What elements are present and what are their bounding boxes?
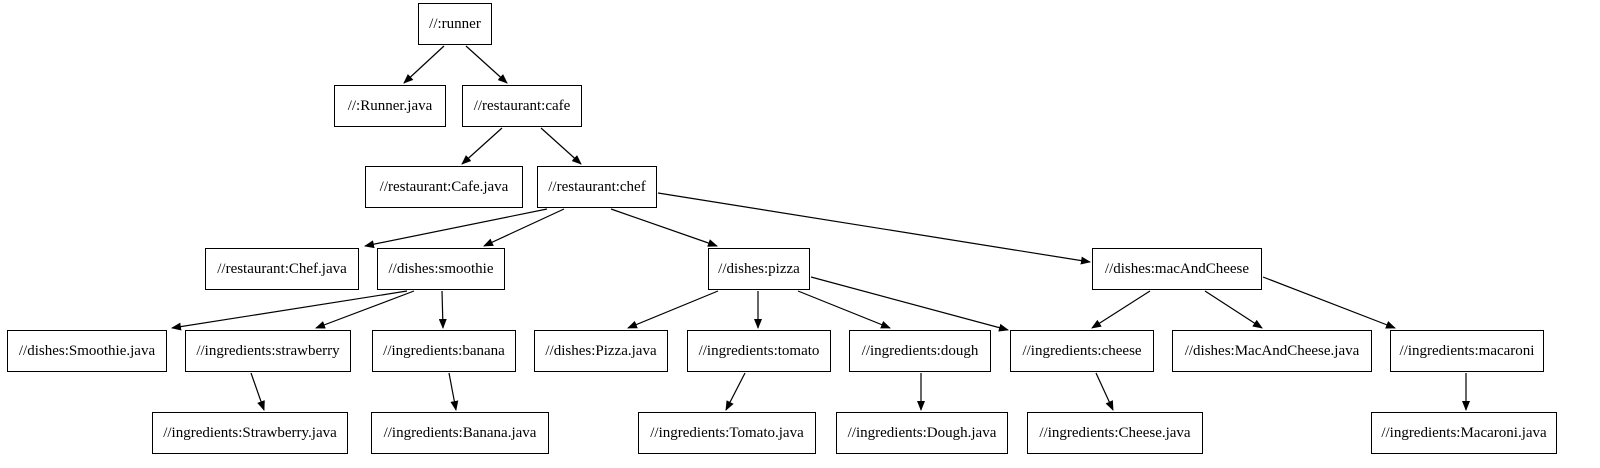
graph-node-restaurant_cafe[interactable]: //restaurant:cafe: [462, 85, 582, 127]
graph-node-ing_dough_java[interactable]: //ingredients:Dough.java: [836, 412, 1008, 454]
graph-edge-ing_cheese-to-ing_cheese_java: [1095, 372, 1114, 411]
graph-edge-restaurant_cafe-to-restaurant_chef: [540, 127, 582, 165]
graph-node-runner[interactable]: //:runner: [418, 3, 492, 45]
graph-edge-dishes_smoothie-to-dishes_smoothie_java: [171, 290, 408, 331]
graph-edge-runner-to-runner_java: [403, 45, 445, 84]
graph-edge-restaurant_cafe-to-restaurant_cafe_java: [461, 127, 503, 165]
graph-node-restaurant_chef_java[interactable]: //restaurant:Chef.java: [205, 248, 359, 290]
graph-node-label: //ingredients:strawberry: [196, 342, 340, 359]
graph-edge-dishes_macandcheese-to-ing_macaroni: [1262, 276, 1396, 329]
graph-node-label: //ingredients:Tomato.java: [650, 424, 804, 441]
graph-node-ing_cheese_java[interactable]: //ingredients:Cheese.java: [1027, 412, 1203, 454]
graph-node-dishes_macandcheese[interactable]: //dishes:macAndCheese: [1092, 248, 1262, 290]
graph-edge-restaurant_chef-to-restaurant_chef_java: [364, 208, 548, 249]
graph-node-dishes_smoothie[interactable]: //dishes:smoothie: [377, 248, 505, 290]
graph-node-label: //dishes:Smoothie.java: [18, 342, 156, 359]
graph-node-label: //ingredients:Cheese.java: [1039, 424, 1191, 441]
graph-edge-ing_tomato-to-ing_tomato_java: [725, 372, 746, 411]
graph-node-label: //dishes:Pizza.java: [545, 342, 657, 359]
graph-node-ing_tomato[interactable]: //ingredients:tomato: [687, 330, 831, 372]
graph-node-ing_strawberry[interactable]: //ingredients:strawberry: [185, 330, 351, 372]
graph-node-label: //restaurant:cafe: [473, 97, 571, 114]
graph-node-label: //ingredients:macaroni: [1399, 342, 1535, 359]
graph-node-dishes_pizza_java[interactable]: //dishes:Pizza.java: [534, 330, 668, 372]
graph-node-label: //dishes:pizza: [718, 260, 800, 277]
graph-node-ing_banana[interactable]: //ingredients:banana: [372, 330, 516, 372]
graph-node-restaurant_chef[interactable]: //restaurant:chef: [537, 166, 657, 208]
graph-node-label: //dishes:macAndCheese: [1104, 260, 1250, 277]
graph-edge-ing_banana-to-ing_banana_java: [448, 372, 459, 411]
graph-node-ing_macaroni[interactable]: //ingredients:macaroni: [1390, 330, 1544, 372]
graph-node-label: //ingredients:banana: [383, 342, 505, 359]
graph-node-ing_macaroni_java[interactable]: //ingredients:Macaroni.java: [1371, 412, 1557, 454]
graph-node-label: //ingredients:Strawberry.java: [163, 424, 337, 441]
graph-edge-runner-to-restaurant_cafe: [465, 45, 508, 84]
graph-node-label: //ingredients:tomato: [698, 342, 820, 359]
graph-edge-dishes_macandcheese-to-dishes_macandcheese_java: [1204, 290, 1263, 329]
graph-node-label: //ingredients:Banana.java: [383, 424, 537, 441]
graph-node-label: //dishes:MacAndCheese.java: [1184, 342, 1360, 359]
graph-edge-dishes_smoothie-to-ing_banana: [438, 290, 447, 329]
graph-node-ing_banana_java[interactable]: //ingredients:Banana.java: [371, 412, 549, 454]
graph-node-label: //:Runner.java: [347, 97, 433, 114]
graph-node-label: //dishes:smoothie: [388, 260, 494, 277]
graph-node-dishes_smoothie_java[interactable]: //dishes:Smoothie.java: [7, 330, 167, 372]
graph-edge-restaurant_chef-to-dishes_pizza: [610, 208, 718, 247]
graph-node-label: //restaurant:chef: [548, 178, 646, 195]
graph-node-dishes_pizza[interactable]: //dishes:pizza: [708, 248, 810, 290]
graph-edge-dishes_pizza-to-ing_cheese: [810, 276, 1009, 332]
graph-node-label: //ingredients:Dough.java: [847, 424, 997, 441]
graph-edge-dishes_smoothie-to-ing_strawberry: [315, 290, 415, 329]
graph-edge-dishes_macandcheese-to-ing_cheese: [1091, 290, 1151, 329]
graph-node-label: //restaurant:Cafe.java: [379, 178, 509, 195]
graph-edge-dishes_pizza-to-ing_dough: [797, 290, 891, 329]
graph-node-ing_cheese[interactable]: //ingredients:cheese: [1010, 330, 1154, 372]
graph-node-ing_tomato_java[interactable]: //ingredients:Tomato.java: [638, 412, 816, 454]
graph-node-label: //:runner: [429, 15, 481, 32]
graph-node-label: //restaurant:Chef.java: [217, 260, 347, 277]
graph-node-label: //ingredients:Macaroni.java: [1381, 424, 1547, 441]
graph-edge-restaurant_chef-to-dishes_smoothie: [483, 208, 565, 247]
graph-node-label: //ingredients:dough: [861, 342, 979, 359]
graph-node-ing_dough[interactable]: //ingredients:dough: [849, 330, 991, 372]
graph-node-label: //ingredients:cheese: [1022, 342, 1142, 359]
graph-edge-dishes_pizza-to-dishes_pizza_java: [627, 290, 719, 329]
graph-node-restaurant_cafe_java[interactable]: //restaurant:Cafe.java: [365, 166, 523, 208]
graph-node-runner_java[interactable]: //:Runner.java: [334, 85, 446, 127]
graph-node-ing_strawberry_java[interactable]: //ingredients:Strawberry.java: [152, 412, 348, 454]
graph-edge-ing_strawberry-to-ing_strawberry_java: [250, 372, 265, 411]
graph-node-dishes_macandcheese_java[interactable]: //dishes:MacAndCheese.java: [1172, 330, 1372, 372]
